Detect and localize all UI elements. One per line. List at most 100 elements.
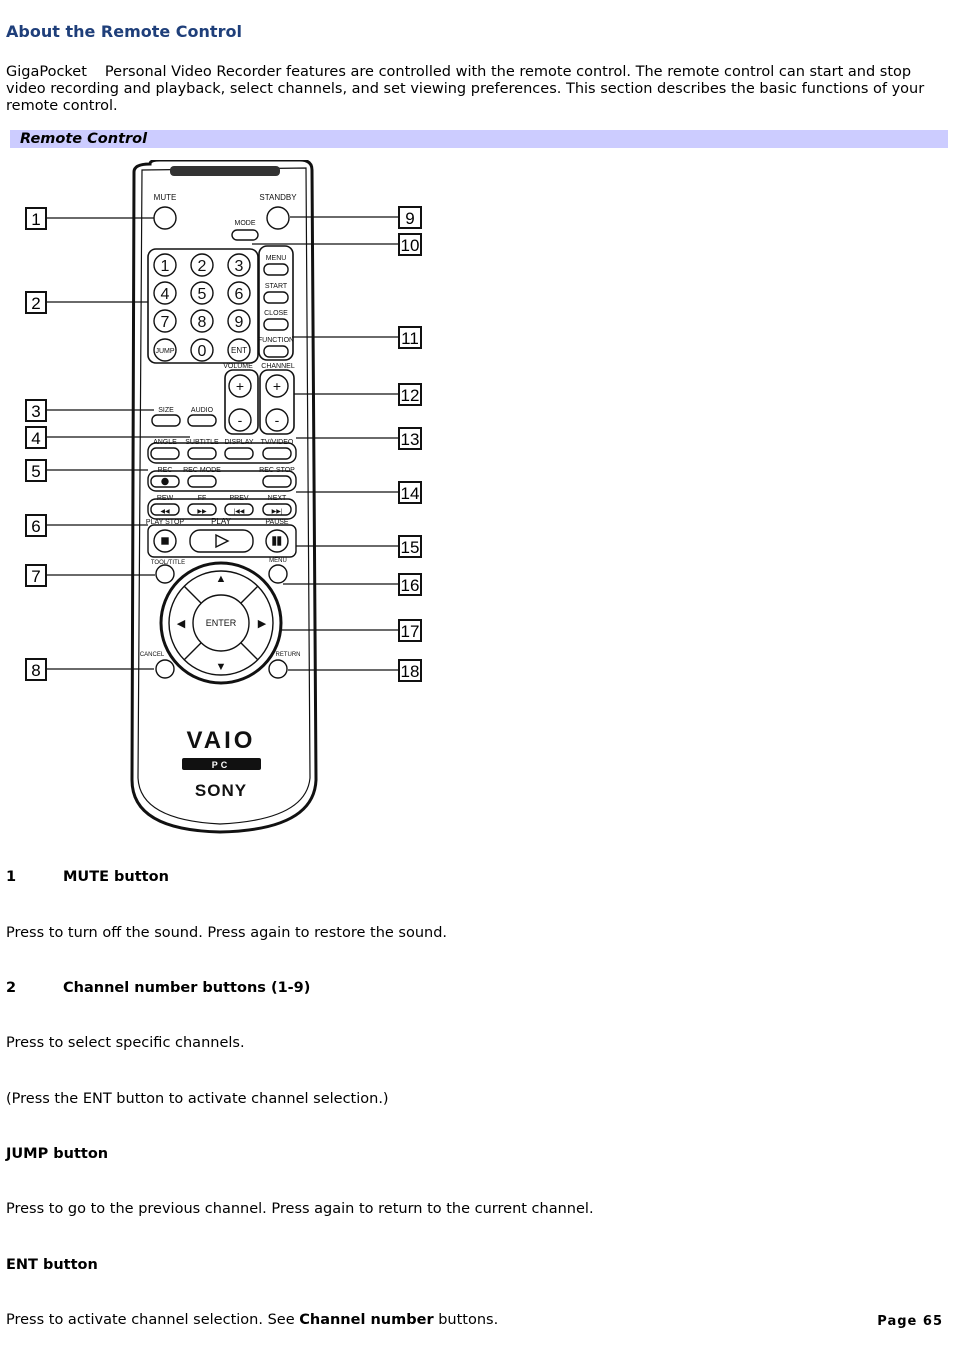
page-title: About the Remote Control (6, 22, 242, 41)
callout-number: 9 (405, 209, 414, 228)
dpad-arrow: ▶ (258, 618, 267, 630)
section-2-note: (Press the ENT button to activate channe… (6, 1091, 389, 1107)
zero-button (190, 338, 214, 362)
callout-box: 17 (398, 619, 422, 642)
rec-dot (161, 477, 169, 486)
play-button (189, 529, 254, 553)
callout-number: 1 (31, 210, 40, 229)
menu-col-label: CLOSE (264, 310, 288, 317)
rec-row-frame (147, 470, 297, 492)
minus-label: - (238, 412, 243, 428)
digit-button (190, 253, 214, 277)
playstop-label: PLAY STOP (146, 519, 184, 526)
jump-heading: JUMP button (6, 1146, 109, 1162)
digit-button (190, 281, 214, 305)
mute-button (153, 206, 177, 230)
volume-frame (224, 369, 259, 435)
plus-label: + (273, 378, 281, 394)
recmode-button (187, 475, 217, 488)
mode-label: MODE (235, 220, 256, 227)
transport-glyph: ◀◀ (160, 509, 170, 515)
transport-label: PREV (229, 495, 248, 502)
transport-button (262, 503, 292, 516)
digit-label: 7 (161, 314, 170, 331)
callout-number: 18 (401, 662, 420, 681)
page-number: Page 65 (877, 1314, 943, 1329)
size-button (151, 414, 181, 427)
volume-down-button (228, 408, 252, 432)
dpad-divider (240, 642, 259, 661)
cancel-button (155, 659, 175, 679)
dpad-divider (183, 585, 202, 604)
callout-number: 12 (401, 386, 420, 405)
menu-col-button (263, 318, 289, 331)
callout-box: 7 (25, 564, 47, 587)
ent-text: Press to activate channel selection. See… (6, 1312, 499, 1328)
size-label: SIZE (158, 407, 174, 414)
function-row-label: DISPLAY (224, 439, 253, 446)
function-row-label: SUBTITLE (185, 439, 219, 446)
callout-number: 8 (31, 661, 40, 680)
callout-number: 10 (401, 236, 420, 255)
callout-number: 11 (401, 329, 419, 348)
digit-button (153, 309, 177, 333)
callout-number: 3 (31, 402, 40, 421)
pause-label: PAUSE (265, 519, 289, 526)
callout-box: 1 (25, 207, 47, 230)
standby-button (266, 206, 290, 230)
recmode-label: REC MODE (183, 467, 221, 474)
transport-button (187, 503, 217, 516)
jump-label: JUMP (155, 348, 174, 355)
rec-label: REC (158, 467, 173, 474)
callout-box: 8 (25, 658, 47, 681)
callout-box: 14 (398, 481, 422, 504)
channel-frame (259, 369, 295, 435)
sony-logo: SONY (195, 781, 247, 800)
callout-box: 9 (398, 206, 422, 229)
digit-button (227, 253, 251, 277)
product-name: GigaPocket (6, 64, 87, 80)
vaio-logo: VAIO (187, 727, 256, 754)
function-row-button (150, 447, 180, 460)
transport-row-frame (147, 498, 297, 520)
callout-box: 12 (398, 383, 422, 406)
digit-label: 8 (198, 314, 207, 331)
section-1-text: Press to turn off the sound. Press again… (6, 925, 448, 941)
callout-box: 11 (398, 326, 422, 349)
callout-number: 7 (31, 567, 40, 586)
transport-label: FF (198, 495, 207, 502)
callout-number: 4 (31, 429, 40, 448)
cancel-label: CANCEL (140, 652, 165, 658)
callout-number: 5 (31, 462, 40, 481)
callout-number: 2 (31, 294, 40, 313)
pause-glyph-b (277, 536, 282, 546)
digit-label: 1 (161, 258, 170, 275)
menu-column-frame (258, 245, 294, 361)
callout-number: 15 (401, 538, 420, 557)
callout-box: 5 (25, 459, 47, 482)
recstop-button (262, 475, 292, 488)
callout-number: 14 (401, 484, 420, 503)
recstop-label: REC STOP (259, 467, 295, 474)
callout-number: 17 (401, 622, 420, 641)
callout-box: 13 (398, 427, 422, 450)
callout-number: 6 (31, 517, 40, 536)
plus-label: + (236, 378, 244, 394)
channel-up-button (265, 374, 289, 398)
callout-box: 3 (25, 399, 47, 422)
intro-text: Personal Video Recorder features are con… (6, 64, 925, 114)
channel-number-link[interactable]: Channel number (299, 1312, 434, 1328)
menu-col-label: MENU (266, 255, 287, 262)
callout-number: 13 (401, 430, 420, 449)
digit-button (190, 309, 214, 333)
audio-button (187, 414, 217, 427)
pause-button (265, 529, 289, 553)
figure-caption: Remote Control (20, 131, 148, 147)
function-row-button (262, 447, 292, 460)
function-row-button (187, 447, 217, 460)
transport-glyph: ▶▶| (272, 509, 283, 515)
stop-glyph (161, 537, 169, 545)
